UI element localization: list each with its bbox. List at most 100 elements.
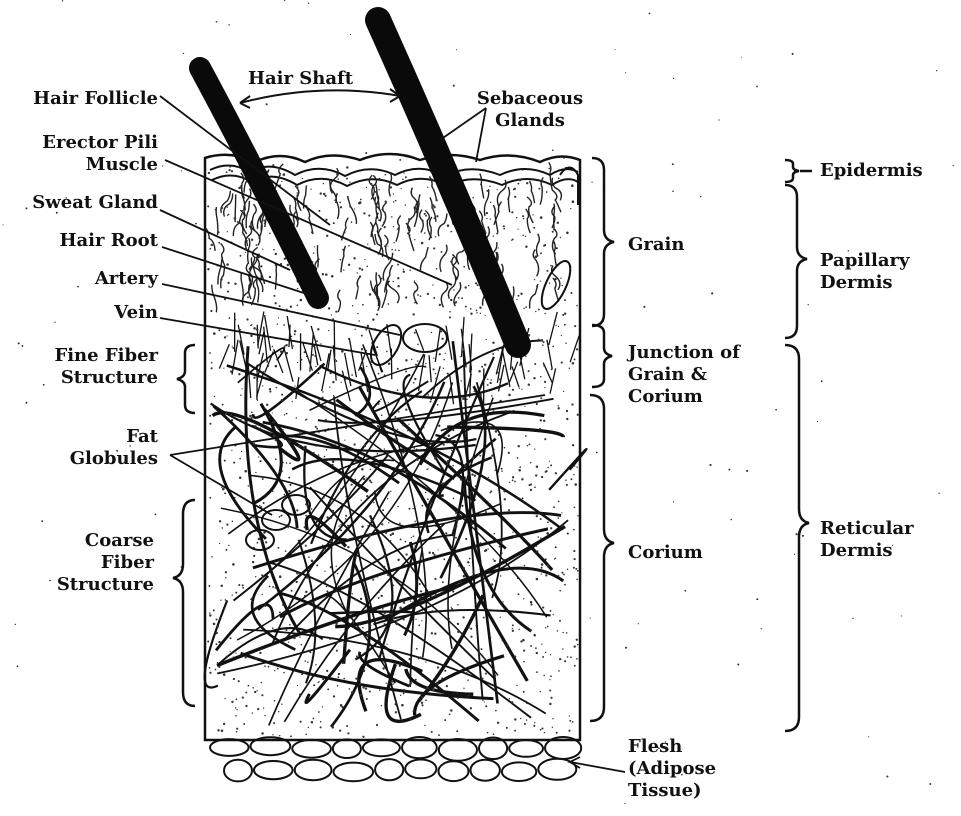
stipple-dot xyxy=(281,703,282,704)
stipple-dot xyxy=(517,457,519,459)
stipple-dot xyxy=(508,452,510,454)
stipple-dot xyxy=(457,604,459,606)
stipple-dot xyxy=(556,732,558,734)
stipple-dot xyxy=(420,295,422,297)
stipple-dot xyxy=(429,508,431,510)
stipple-dot xyxy=(457,623,459,625)
stipple-dot xyxy=(448,435,450,437)
stipple-dot xyxy=(209,614,211,616)
fine-fiber xyxy=(349,339,356,377)
stipple-dot xyxy=(491,583,493,585)
stipple-dot xyxy=(392,584,394,586)
stipple-dot xyxy=(361,500,362,501)
stipple-dot xyxy=(367,525,368,526)
stipple-dot xyxy=(536,578,539,581)
stipple-dot xyxy=(435,526,437,528)
stipple-dot xyxy=(255,576,256,577)
noise-dot xyxy=(756,86,758,88)
stipple-dot xyxy=(347,196,349,198)
stipple-dot xyxy=(291,336,292,337)
stipple-dot xyxy=(439,381,441,383)
stipple-dot xyxy=(275,587,277,589)
stipple-dot xyxy=(545,574,547,576)
noise-dot xyxy=(272,412,273,413)
stipple-dot xyxy=(549,461,550,462)
stipple-dot xyxy=(325,219,327,221)
stipple-dot xyxy=(468,481,470,483)
stipple-dot xyxy=(500,575,501,576)
stipple-dot xyxy=(575,459,576,460)
stipple-dot xyxy=(246,240,248,242)
stipple-dot xyxy=(262,478,264,480)
stipple-dot xyxy=(455,301,457,303)
stipple-dot xyxy=(239,476,242,479)
stipple-dot xyxy=(340,524,342,526)
stipple-dot xyxy=(305,591,307,593)
stipple-dot xyxy=(326,590,328,592)
stipple-dot xyxy=(543,365,545,367)
stipple-dot xyxy=(560,237,561,238)
stipple-dot xyxy=(218,329,220,331)
stipple-dot xyxy=(275,253,277,255)
stipple-dot xyxy=(442,581,444,583)
stipple-dot xyxy=(445,353,446,354)
stipple-dot xyxy=(408,508,410,510)
stipple-dot xyxy=(493,410,495,412)
stipple-dot xyxy=(284,494,286,496)
stipple-dot xyxy=(420,656,422,658)
stipple-dot xyxy=(256,380,258,382)
noise-dot xyxy=(718,119,719,120)
stipple-dot xyxy=(327,601,329,603)
stipple-dot xyxy=(331,275,334,278)
stipple-dot xyxy=(299,637,300,638)
stipple-dot xyxy=(281,399,283,401)
noise-dot xyxy=(591,182,592,183)
stipple-dot xyxy=(541,563,544,566)
stipple-dot xyxy=(558,575,559,576)
stipple-dot xyxy=(373,502,374,503)
stipple-dot xyxy=(387,561,389,563)
stipple-dot xyxy=(211,556,212,557)
label-line: Dermis xyxy=(820,272,909,294)
noise-dot xyxy=(162,165,163,166)
stipple-dot xyxy=(402,424,404,426)
stipple-dot xyxy=(467,679,469,681)
stipple-dot xyxy=(518,469,521,472)
stipple-dot xyxy=(345,486,347,488)
stipple-dot xyxy=(561,572,563,574)
stipple-dot xyxy=(558,517,560,519)
stipple-dot xyxy=(560,278,561,279)
label-junction-grain-corium: Junction of Grain & Corium xyxy=(628,342,740,408)
stipple-dot xyxy=(456,519,458,521)
stipple-dot xyxy=(364,259,365,260)
noise-dot xyxy=(300,359,301,360)
stipple-dot xyxy=(293,345,294,346)
stipple-dot xyxy=(377,576,378,577)
grain-squiggle xyxy=(508,187,509,212)
stipple-dot xyxy=(538,536,540,538)
stipple-dot xyxy=(390,613,393,616)
stipple-dot xyxy=(290,735,292,737)
stipple-dot xyxy=(451,450,452,451)
stipple-dot xyxy=(382,654,384,656)
stipple-dot xyxy=(512,630,514,632)
stipple-dot xyxy=(414,378,416,380)
stipple-dot xyxy=(426,687,428,689)
stipple-dot xyxy=(362,701,363,702)
adipose-cell xyxy=(292,740,331,758)
stipple-dot xyxy=(554,558,555,559)
stipple-dot xyxy=(221,207,223,209)
stipple-dot xyxy=(245,252,246,253)
stipple-dot xyxy=(424,451,425,452)
stipple-dot xyxy=(272,491,274,493)
stipple-dot xyxy=(386,455,388,457)
stipple-dot xyxy=(456,692,458,694)
stipple-dot xyxy=(530,604,532,606)
stipple-dot xyxy=(333,695,335,697)
stipple-dot xyxy=(368,439,370,441)
stipple-dot xyxy=(506,727,508,729)
stipple-dot xyxy=(217,231,219,233)
stipple-dot xyxy=(550,654,551,655)
stipple-dot xyxy=(530,601,533,604)
stipple-dot xyxy=(261,694,263,696)
